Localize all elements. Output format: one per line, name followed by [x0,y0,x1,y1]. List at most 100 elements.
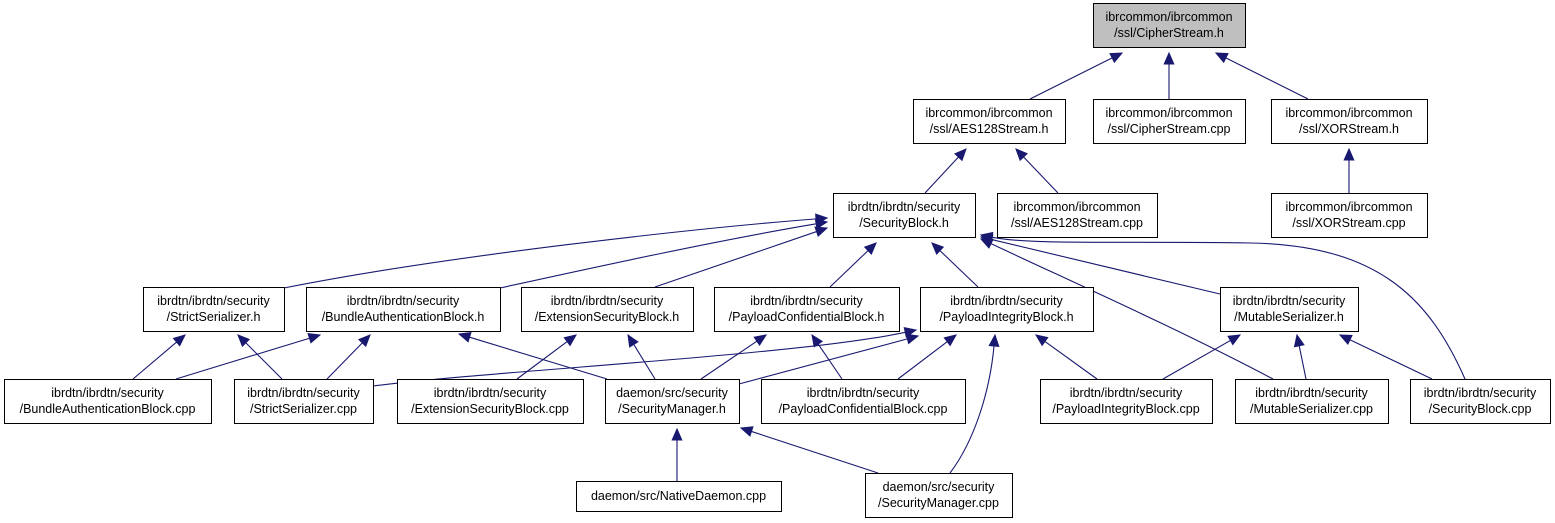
node-box[interactable] [833,193,976,238]
node-xorstream-h[interactable]: ibrcommon/ibrcommon/ssl/XORStream.h [1271,99,1428,144]
edge-line [1029,57,1113,100]
arrowhead-icon [563,334,578,347]
node-xorstream-cpp[interactable]: ibrcommon/ibrcommon/ssl/XORStream.cpp [1271,193,1428,238]
node-label-line: /SecurityBlock.h [859,216,949,230]
node-securityblock-cpp[interactable]: ibrdtn/ibrdtn/security/SecurityBlock.cpp [1410,379,1551,424]
edge-line [132,341,177,380]
node-label-line: /ssl/CipherStream.h [1114,26,1224,40]
node-label-line: ibrdtn/ibrdtn/security [1424,386,1537,400]
node-box[interactable] [865,473,1013,518]
root-node-box[interactable] [1093,3,1246,48]
node-payloadint-h[interactable]: ibrdtn/ibrdtn/security/PayloadIntegrityB… [920,287,1094,332]
arrowhead-icon [1034,334,1049,347]
edge-extsec_cpp-to-extsec_h [516,334,578,380]
edge-line [1044,340,1098,380]
node-box[interactable] [920,287,1094,332]
node-label-line: /SecurityManager.cpp [878,496,999,510]
arrowhead-icon [811,333,824,348]
edge-extsec_h-to-securityblock_h [654,226,829,288]
node-label-line: ibrcommon/ibrcommon [925,106,1052,120]
edge-bundleauth_cpp-to-bundleauth_h [175,333,322,380]
node-box[interactable] [997,193,1158,238]
edge-line [1349,339,1433,380]
node-box[interactable] [761,379,966,424]
node-label-line: /SecurityBlock.cpp [1429,402,1532,416]
edge-line [283,218,817,289]
node-box[interactable] [1220,287,1359,332]
node-label-line: ibrdtn/ibrdtn/security [347,294,460,308]
arrowhead-icon [1015,148,1028,162]
node-extsec-h[interactable]: ibrdtn/ibrdtn/security/ExtensionSecurity… [521,287,694,332]
edge-cipherstream_cpp-to-cipherstream_h [1163,51,1175,99]
edge-payloadconf_cpp-to-payloadconf_h [811,333,843,380]
node-label-line: ibrcommon/ibrcommon [1285,106,1412,120]
node-box[interactable] [1040,379,1213,424]
node-mutableser-h[interactable]: ibrdtn/ibrdtn/security/MutableSerializer… [1220,287,1359,332]
node-bundleauth-cpp[interactable]: ibrdtn/ibrdtn/security/BundleAuthenticat… [4,379,212,424]
node-aes128stream-h[interactable]: ibrcommon/ibrcommon/ssl/AES128Stream.h [913,99,1066,144]
node-extsec-cpp[interactable]: ibrdtn/ibrdtn/security/ExtensionSecurity… [397,379,584,424]
edge-securityblock_cpp-to-securityblock_h [979,231,1466,380]
edge-mutableser_h-to-securityblock_h [979,234,1221,295]
node-securityblock-h[interactable]: ibrdtn/ibrdtn/security/SecurityBlock.h [833,193,976,238]
edge-mutableser_cpp-to-mutableser_h [1293,333,1307,380]
edge-line [990,243,1274,380]
node-nativedaemon-cpp[interactable]: daemon/src/NativeDaemon.cpp [576,481,782,512]
arrowhead-icon [357,334,371,348]
node-aes128stream-cpp[interactable]: ibrcommon/ibrcommon/ssl/AES128Stream.cpp [997,193,1158,238]
node-secmanager-h[interactable]: daemon/src/security/SecurityManager.h [605,379,740,424]
node-label-line: /PayloadIntegrityBlock.h [939,310,1073,324]
arrowhead-icon [307,333,322,344]
edge-line [372,331,906,387]
node-box[interactable] [1093,99,1246,144]
node-mutableser-cpp[interactable]: ibrdtn/ibrdtn/security/MutableSerializer… [1235,379,1389,424]
node-label-line: ibrdtn/ibrdtn/security [807,386,920,400]
node-box[interactable] [1271,99,1428,144]
node-payloadint-cpp[interactable]: ibrdtn/ibrdtn/security/PayloadIntegrityB… [1040,379,1213,424]
node-cipherstream-h[interactable]: ibrcommon/ibrcommon/ssl/CipherStream.h [1093,3,1246,48]
node-box[interactable] [1410,379,1551,424]
edge-line [829,250,869,288]
arrowhead-icon [814,226,829,237]
node-label-line: ibrdtn/ibrdtn/security [51,386,164,400]
arrowhead-icon [753,334,768,347]
node-strictserializer-cpp[interactable]: ibrdtn/ibrdtn/security/StrictSerializer.… [234,379,374,424]
arrowhead-icon [988,333,1000,347]
node-cipherstream-cpp[interactable]: ibrcommon/ibrcommon/ssl/CipherStream.cpp [1093,99,1246,144]
node-label-line: /StrictSerializer.cpp [250,402,357,416]
node-label-line: /MutableSerializer.h [1234,310,1344,324]
edge-line [1225,57,1309,100]
edge-secmanager_h-to-bundleauth_h [457,332,608,380]
node-secmanager-cpp[interactable]: daemon/src/security/SecurityManager.cpp [865,473,1013,518]
node-box[interactable] [605,379,740,424]
edge-line [654,231,817,288]
node-box[interactable] [1235,379,1389,424]
node-bundleauth-h[interactable]: ibrdtn/ibrdtn/security/BundleAuthenticat… [306,287,501,332]
node-label-line: ibrdtn/ibrdtn/security [848,200,961,214]
edge-payloadconf_h-to-securityblock_h [829,242,877,288]
edge-bundleauth_h-to-securityblock_h [499,218,829,289]
node-box[interactable] [143,287,285,332]
node-box[interactable] [234,379,374,424]
node-box[interactable] [714,287,900,332]
node-box[interactable] [1271,193,1428,238]
node-label-line: daemon/src/NativeDaemon.cpp [591,489,766,503]
edge-line [1023,156,1059,194]
edge-payloadint_cpp-to-mutableser_h [1162,334,1242,380]
node-box[interactable] [4,379,212,424]
node-box[interactable] [913,99,1066,144]
node-box[interactable] [306,287,501,332]
node-label-line: /StrictSerializer.h [167,310,261,324]
node-payloadconf-cpp[interactable]: ibrdtn/ibrdtn/security/PayloadConfidenti… [761,379,966,424]
node-box[interactable] [397,379,584,424]
node-label-line: /PayloadConfidentialBlock.h [729,310,885,324]
edge-strictserializer_h-to-securityblock_h [283,213,829,289]
edge-xorstream_h-to-cipherstream_h [1214,52,1309,100]
node-box[interactable] [521,287,694,332]
node-label-line: daemon/src/security [883,480,996,494]
node-strictserializer-h[interactable]: ibrdtn/ibrdtn/security/StrictSerializer.… [143,287,285,332]
arrowhead-icon [943,334,957,347]
node-payloadconf-h[interactable]: ibrdtn/ibrdtn/security/PayloadConfidenti… [714,287,900,332]
nodes-layer: ibrcommon/ibrcommon/ssl/CipherStream.hib… [4,3,1551,518]
node-box[interactable] [576,481,782,512]
